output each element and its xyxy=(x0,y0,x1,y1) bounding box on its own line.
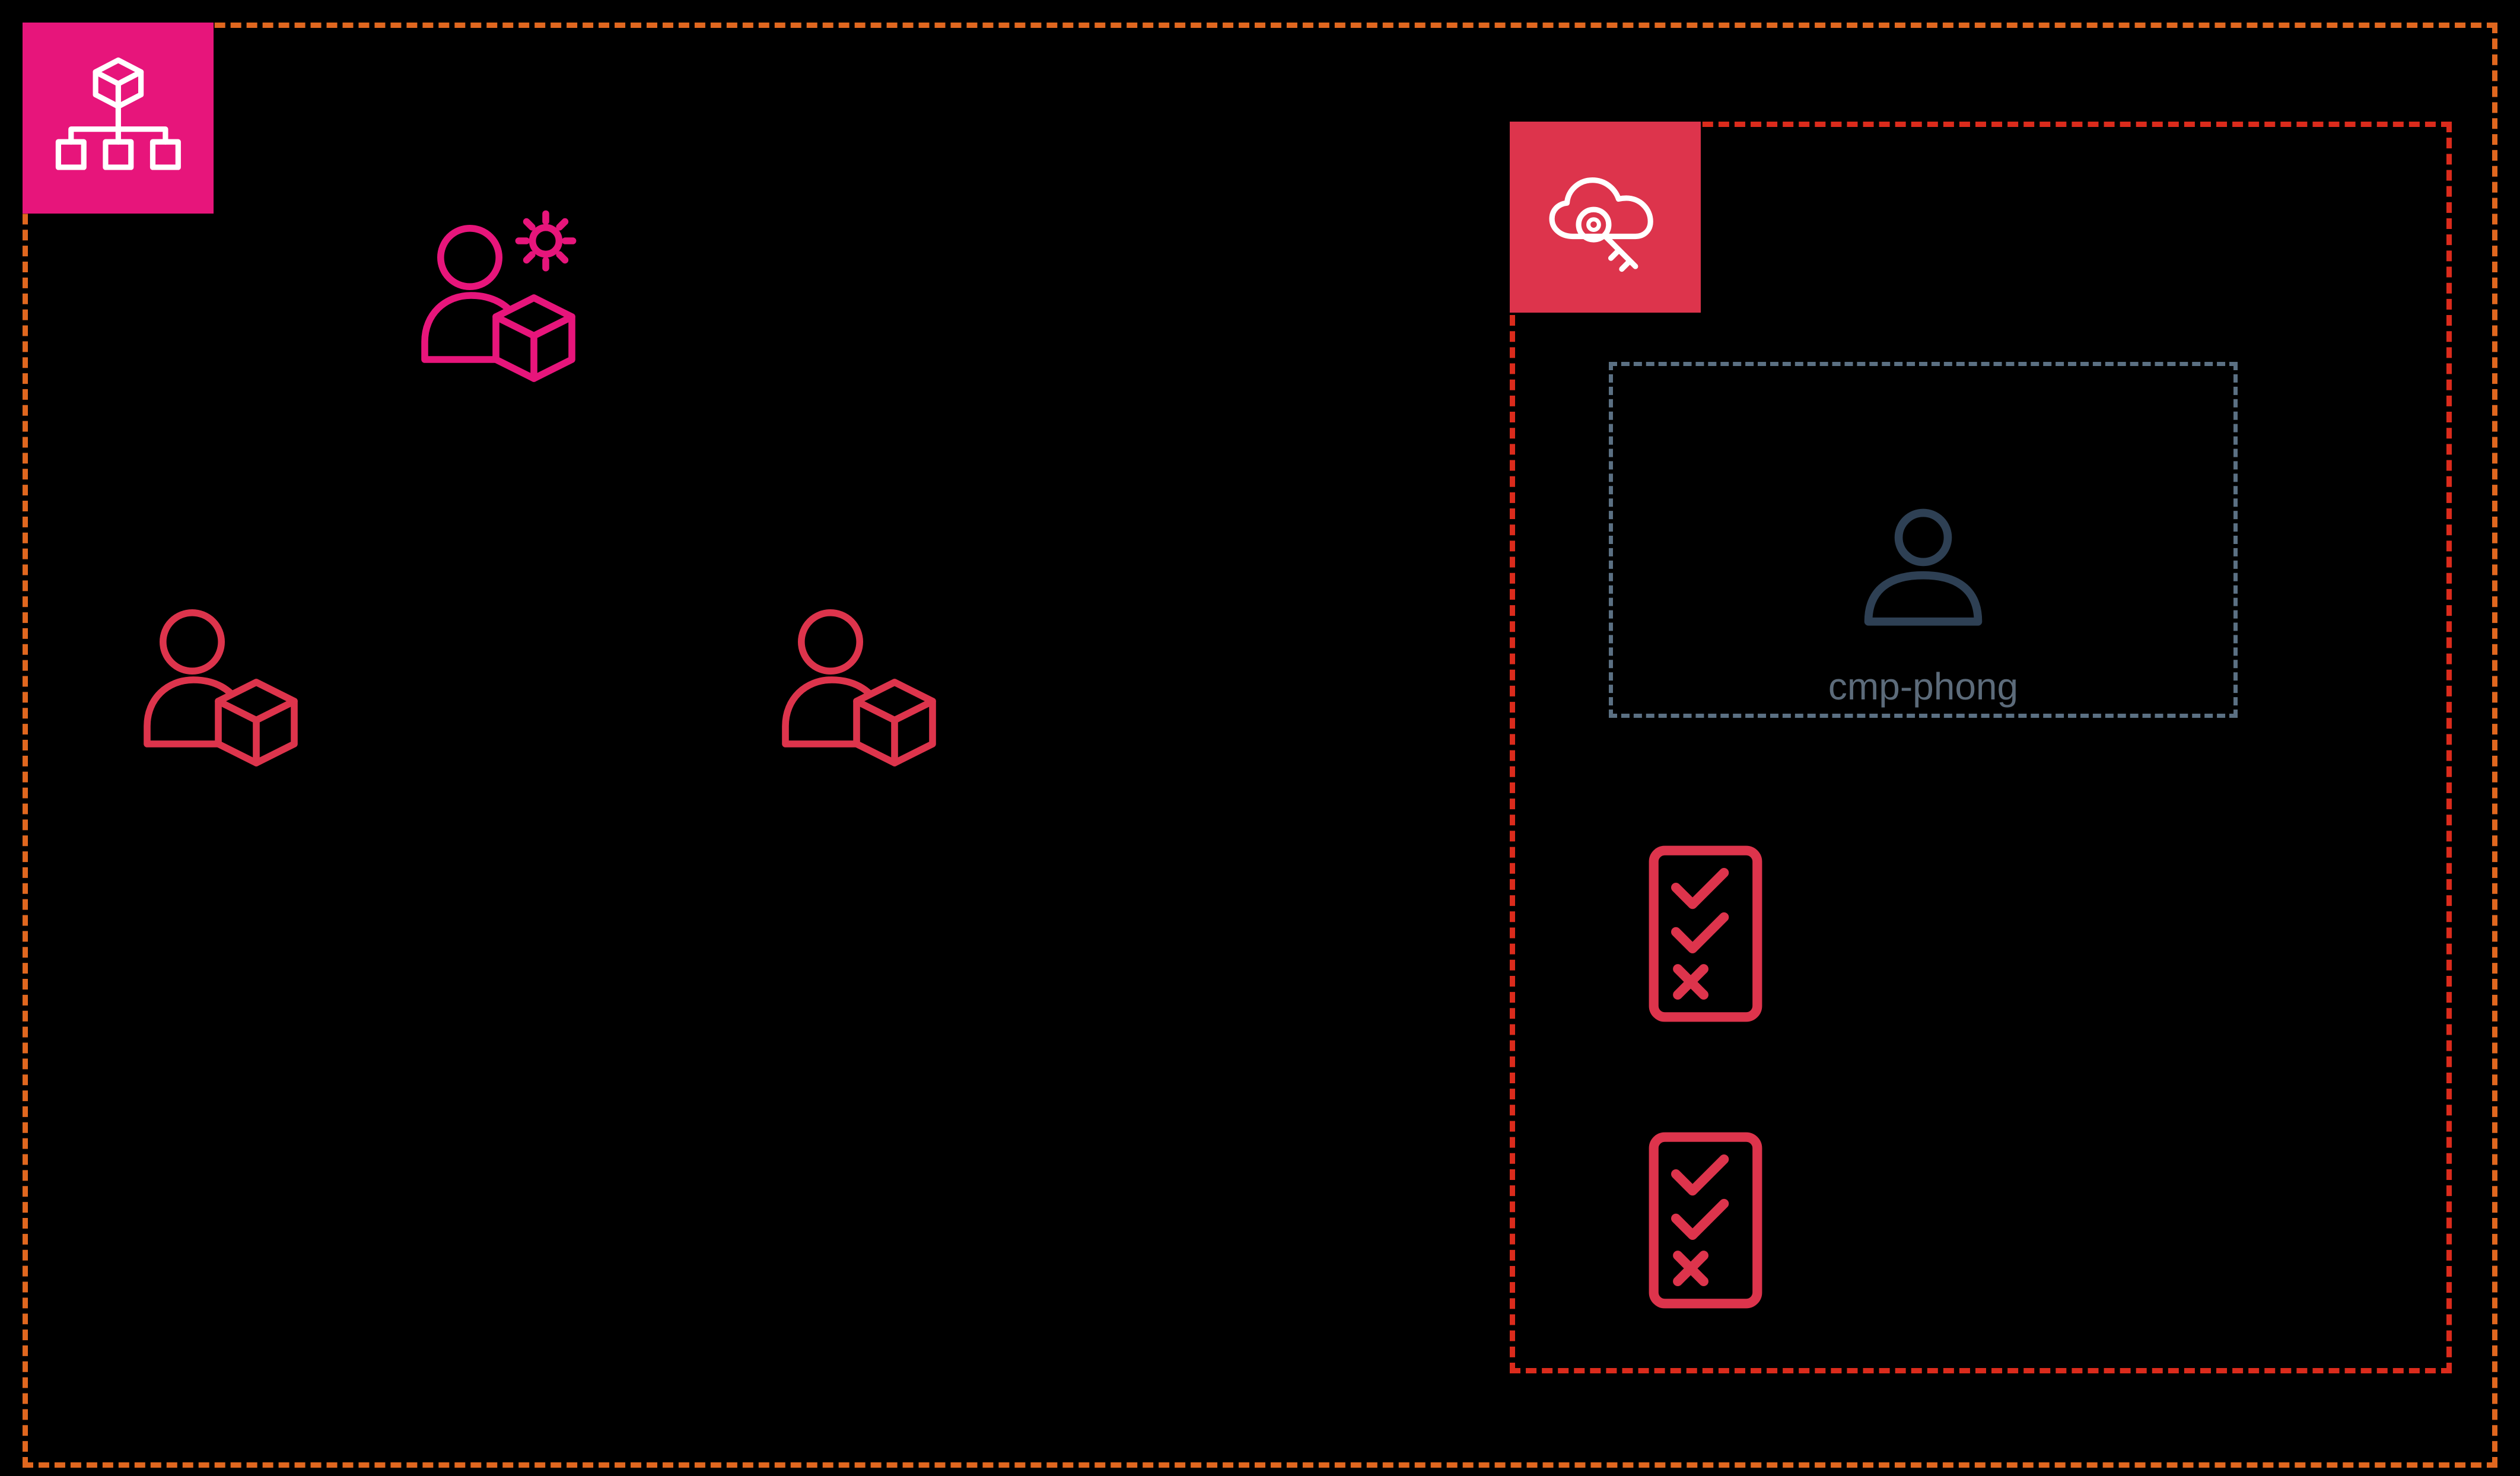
member-account-icon xyxy=(770,593,960,783)
identity-center-boundary xyxy=(1510,122,2452,1373)
iam-identity-center-icon xyxy=(1510,122,1701,313)
cloud-key-icon xyxy=(1549,177,1653,272)
user-cube-icon xyxy=(782,609,936,766)
user-gear-cube-icon xyxy=(421,210,577,382)
user-icon xyxy=(1864,508,1983,626)
organization-boundary xyxy=(23,23,2497,1468)
permission-set-icon xyxy=(1631,1126,1780,1315)
member-account-icon xyxy=(132,593,322,783)
org-chart-icon xyxy=(55,57,181,170)
checklist-icon xyxy=(1649,845,1762,1022)
user-label: cmp-phong xyxy=(1828,665,2019,708)
user-cube-icon xyxy=(144,609,298,766)
permission-set-icon xyxy=(1631,839,1780,1028)
user-account-box: cmp-phong xyxy=(1609,362,2238,718)
checklist-icon xyxy=(1649,1132,1762,1309)
aws-organizations-icon xyxy=(23,23,214,214)
management-account-icon xyxy=(409,209,599,399)
